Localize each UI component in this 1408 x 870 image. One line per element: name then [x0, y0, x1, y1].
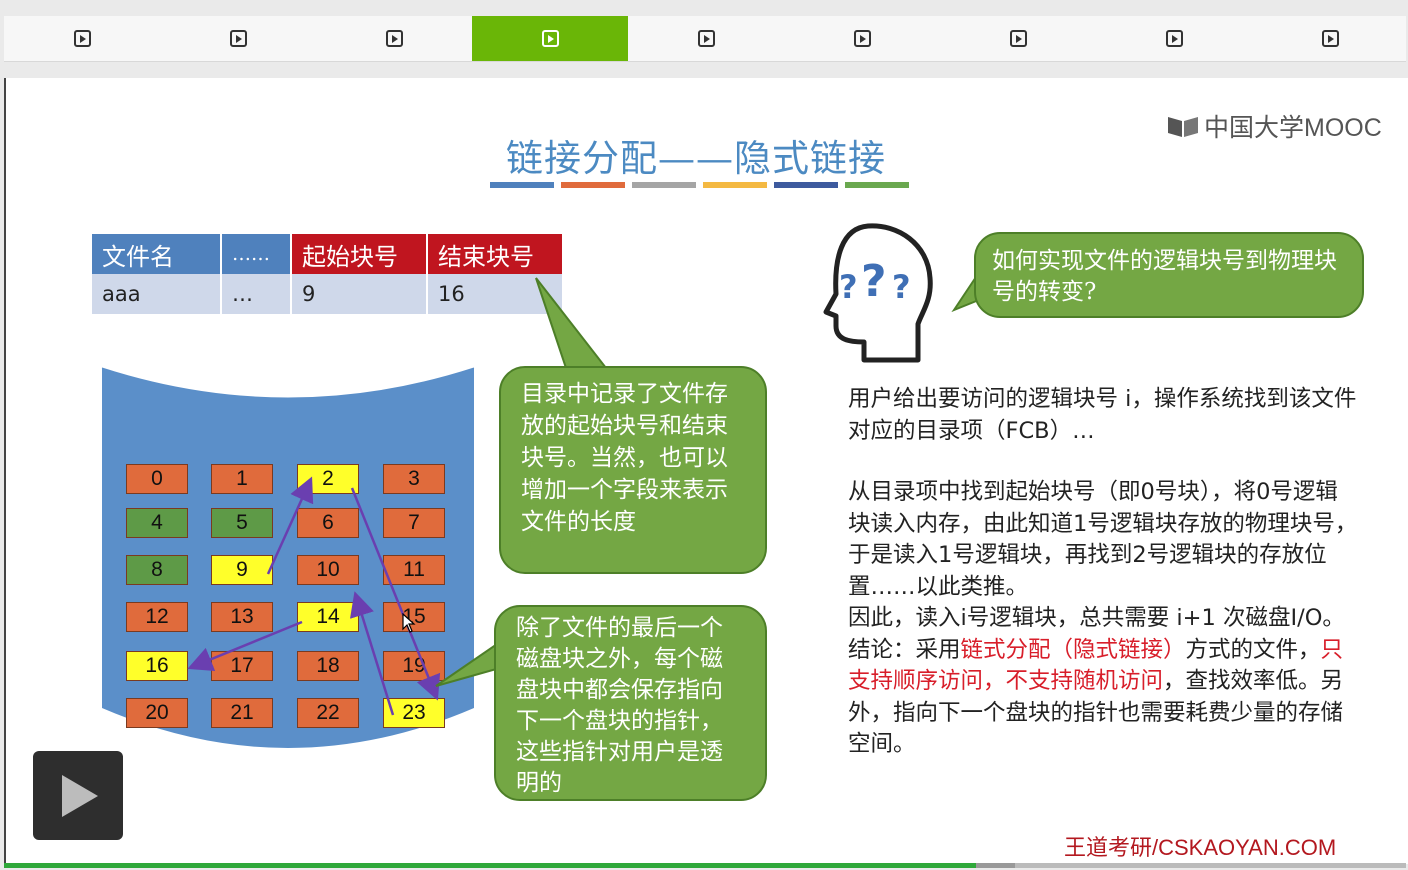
play-icon — [229, 30, 247, 47]
video-segment-1[interactable] — [4, 16, 160, 61]
play-icon — [1165, 30, 1183, 47]
disk-block-13: 13 — [211, 602, 273, 632]
explain-paragraph: 因此，读入i号逻辑块，总共需要 i+1 次磁盘I/O。 — [848, 605, 1345, 631]
disk-block-1: 1 — [211, 464, 273, 494]
explain-paragraph: 用户给出要访问的逻辑块号 i，操作系统找到该文件对应的目录项（FCB）… — [848, 386, 1357, 444]
play-icon — [853, 30, 871, 47]
disk-block-6: 6 — [297, 508, 359, 538]
video-segment-7[interactable] — [940, 16, 1096, 61]
directory-note-bubble: 目录中记录了文件存放的起始块号和结束块号。当然，也可以增加一个字段来表示文件的长… — [499, 366, 767, 574]
video-segment-6[interactable] — [784, 16, 940, 61]
disk-block-4: 4 — [126, 508, 188, 538]
table-header: 起始块号 — [291, 234, 428, 274]
book-logo-icon — [1168, 117, 1198, 137]
question-head-icon: ? ? ? — [823, 223, 933, 363]
video-progress-bar[interactable] — [4, 863, 1406, 868]
buffered-range — [975, 863, 1015, 868]
table-header: …… — [221, 234, 292, 274]
mooc-logo: 中国大学MOOC — [1166, 108, 1382, 144]
disk-block-0: 0 — [126, 464, 188, 494]
table-header-row: 文件名 …… 起始块号 结束块号 — [92, 234, 564, 274]
underline-segment — [632, 182, 696, 188]
highlight-text: 链式分配（隐式链接） — [960, 636, 1186, 663]
disk-block-7: 7 — [383, 508, 445, 538]
table-row: aaa … 9 16 — [92, 274, 564, 314]
title-underline — [490, 182, 909, 188]
underline-segment — [561, 182, 625, 188]
disk-block-23: 23 — [383, 698, 445, 728]
segment-bar — [4, 16, 1406, 62]
table-header: 结束块号 — [427, 234, 564, 274]
underline-segment — [490, 182, 554, 188]
svg-text:?: ? — [861, 256, 887, 307]
underline-segment — [845, 182, 909, 188]
explain-paragraph: 从目录项中找到起始块号（即0号块），将0号逻辑块读入内存，由此知道1号逻辑块存放… — [848, 479, 1358, 600]
table-cell: 9 — [291, 274, 428, 314]
table-cell: … — [221, 274, 292, 314]
conclusion-text: ，查找效率低。另外，指向下一个盘块的指针也需要耗费少量的存储空间。 — [848, 668, 1344, 757]
disk-block-22: 22 — [297, 698, 359, 728]
conclusion-paragraph: 结论：采用链式分配（隐式链接）方式的文件，只支持顺序访问，不支持随机访问，查找效… — [848, 635, 1358, 761]
progress-fill — [4, 863, 976, 868]
play-icon — [1321, 30, 1339, 47]
highlight-text: 只支持顺序访问，不支持随机访问 — [848, 636, 1344, 695]
disk-block-18: 18 — [297, 651, 359, 681]
mouse-cursor-icon — [402, 613, 416, 633]
table-cell: 16 — [427, 274, 564, 314]
play-icon — [385, 30, 403, 47]
video-segment-9[interactable] — [1252, 16, 1408, 61]
play-icon — [73, 30, 91, 47]
footer-brand: 王道考研/CSKAOYAN.COM — [1064, 835, 1337, 860]
disk-block-2: 2 — [297, 464, 359, 494]
explanation-text: 用户给出要访问的逻辑块号 i，操作系统找到该文件对应的目录项（FCB）… 从目录… — [848, 384, 1358, 761]
disk-block-11: 11 — [383, 555, 445, 585]
logo-text: 中国大学MOOC — [1204, 114, 1382, 142]
video-segment-8[interactable] — [1096, 16, 1252, 61]
video-segment-2[interactable] — [160, 16, 316, 61]
pointer-note-bubble: 除了文件的最后一个磁盘块之外，每个磁盘块中都会保存指向下一个盘块的指针，这些指针… — [494, 605, 767, 801]
slide-content: 中国大学MOOC 链接分配——隐式链接 文件名 …… 起始块号 结束块号 aaa… — [4, 78, 1408, 864]
svg-text:?: ? — [839, 268, 858, 306]
disk-block-5: 5 — [211, 508, 273, 538]
disk-block-8: 8 — [126, 555, 188, 585]
underline-segment — [703, 182, 767, 188]
table-cell: aaa — [92, 274, 222, 314]
disk-block-12: 12 — [126, 602, 188, 632]
disk-block-14: 14 — [297, 602, 359, 632]
video-segment-5[interactable] — [628, 16, 784, 61]
disk-block-20: 20 — [126, 698, 188, 728]
conclusion-text: 结论：采用 — [848, 636, 961, 663]
disk-block-17: 17 — [211, 651, 273, 681]
question-bubble: 如何实现文件的逻辑块号到物理块号的转变? — [974, 232, 1364, 318]
table-header: 文件名 — [92, 234, 222, 274]
slide-title: 链接分配——隐式链接 — [506, 137, 886, 180]
play-button[interactable] — [33, 751, 123, 840]
conclusion-text: 方式的文件， — [1185, 636, 1321, 663]
disk-block-16: 16 — [126, 651, 188, 681]
disk-block-21: 21 — [211, 698, 273, 728]
disk-block-9: 9 — [211, 555, 273, 585]
play-icon — [541, 30, 559, 47]
disk-block-3: 3 — [383, 464, 445, 494]
play-icon — [1009, 30, 1027, 47]
play-icon — [697, 30, 715, 47]
svg-text:?: ? — [892, 268, 911, 306]
video-segment-3[interactable] — [316, 16, 472, 61]
disk-block-19: 19 — [383, 651, 445, 681]
disk-block-10: 10 — [297, 555, 359, 585]
directory-table: 文件名 …… 起始块号 结束块号 aaa … 9 16 — [92, 234, 564, 314]
underline-segment — [774, 182, 838, 188]
video-segment-4[interactable] — [472, 16, 628, 61]
